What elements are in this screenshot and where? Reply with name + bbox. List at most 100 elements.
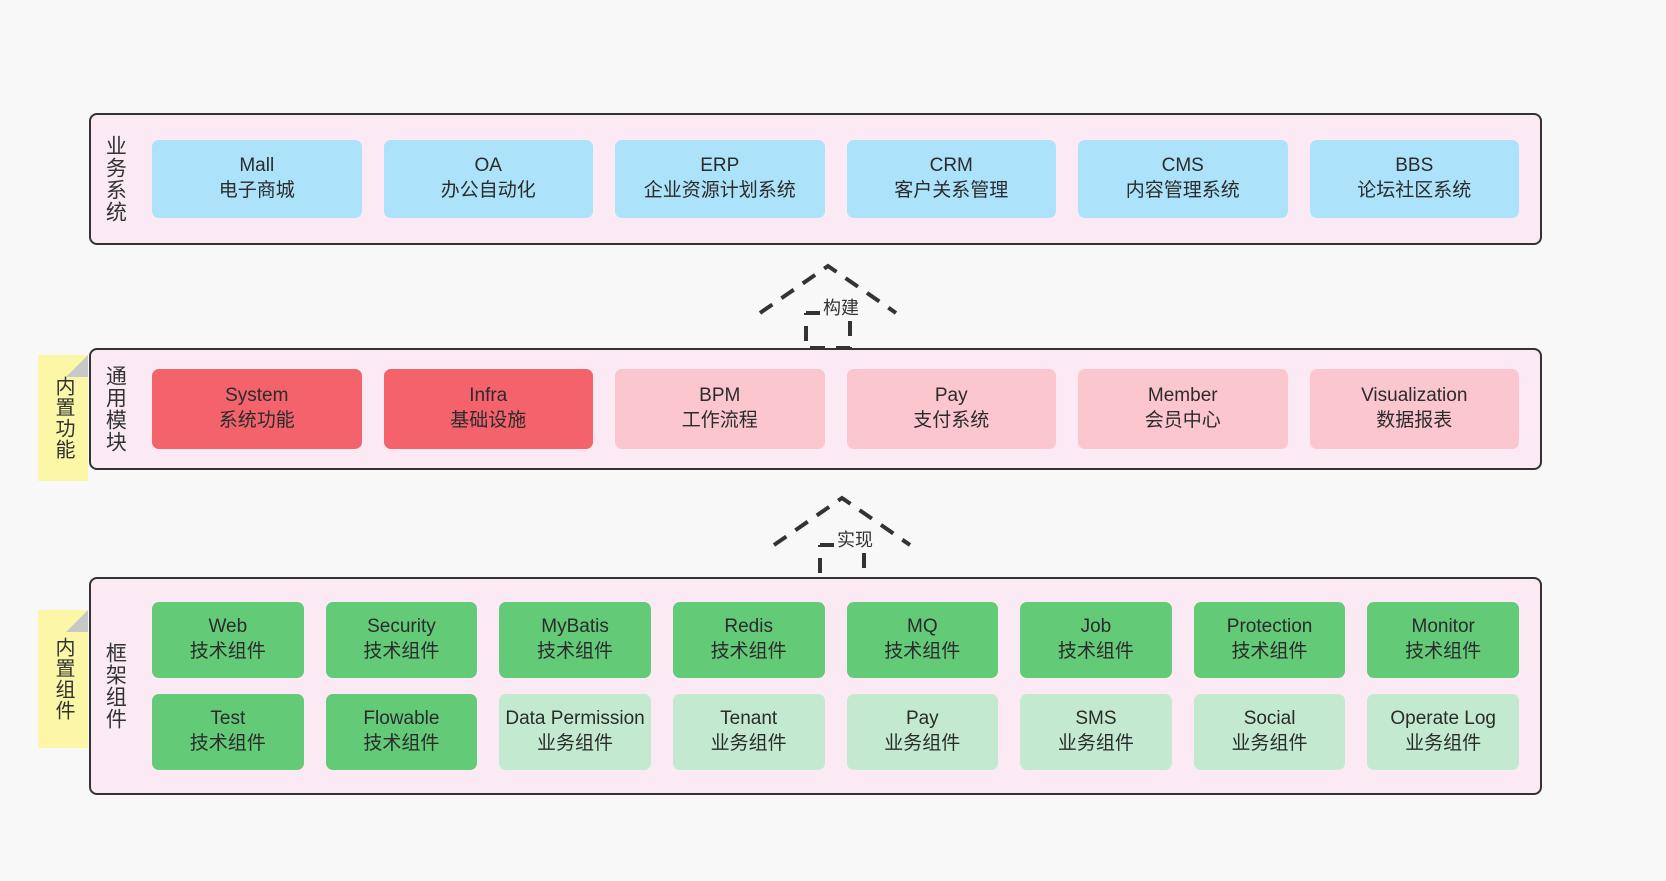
card-bpm[interactable]: BPM 工作流程 <box>615 369 825 449</box>
card-subtitle: 技术组件 <box>189 733 266 754</box>
card-protection[interactable]: Protection 技术组件 <box>1193 602 1346 678</box>
card-subtitle: 技术组件 <box>363 733 440 754</box>
card-subtitle: 论坛社区系统 <box>1357 180 1472 201</box>
layer-framework-components: 框架组件 Web 技术组件 Security 技术组件 MyBatis 技术组件… <box>89 577 1542 795</box>
card-subtitle: 业务组件 <box>1057 733 1134 754</box>
card-sms[interactable]: SMS 业务组件 <box>1020 694 1172 770</box>
card-subtitle: 内容管理系统 <box>1125 180 1240 201</box>
card-test[interactable]: Test 技术组件 <box>152 694 304 770</box>
card-subtitle: 业务组件 <box>1405 733 1482 754</box>
card-web[interactable]: Web 技术组件 <box>152 602 304 678</box>
card-subtitle: 办公自动化 <box>440 180 536 201</box>
card-mall[interactable]: Mall 电子商城 <box>152 140 362 218</box>
card-bbs[interactable]: BBS 论坛社区系统 <box>1309 140 1519 218</box>
card-subtitle: 业务组件 <box>710 733 787 754</box>
arrow-build-label: 构建 <box>820 294 862 320</box>
card-subtitle: 技术组件 <box>710 641 787 662</box>
card-pay[interactable]: Pay 支付系统 <box>846 369 1056 449</box>
framework-row-tech: Web 技术组件 Security 技术组件 MyBatis 技术组件 Redi… <box>141 602 1530 678</box>
card-title: Tenant <box>720 708 778 730</box>
card-erp[interactable]: ERP 企业资源计划系统 <box>615 140 825 218</box>
card-subtitle: 企业资源计划系统 <box>643 180 796 201</box>
card-redis[interactable]: Redis 技术组件 <box>672 602 825 678</box>
card-title: BBS <box>1395 155 1434 177</box>
card-subtitle: 数据报表 <box>1376 410 1453 431</box>
card-mybatis[interactable]: MyBatis 技术组件 <box>499 602 651 678</box>
card-subtitle: 技术组件 <box>1231 641 1308 662</box>
card-crm[interactable]: CRM 客户关系管理 <box>846 140 1056 218</box>
card-job[interactable]: Job 技术组件 <box>1020 602 1172 678</box>
card-mq[interactable]: MQ 技术组件 <box>846 602 999 678</box>
card-oa[interactable]: OA 办公自动化 <box>383 140 593 218</box>
card-system[interactable]: System 系统功能 <box>152 369 362 449</box>
note-builtin-functions: 内置功能 <box>38 355 88 481</box>
card-subtitle: 技术组件 <box>189 641 266 662</box>
card-subtitle: 技术组件 <box>1057 641 1134 662</box>
card-title: System <box>225 385 289 407</box>
card-title: Mall <box>239 155 275 177</box>
layer-title-business: 业务系统 <box>103 135 127 223</box>
card-title: Test <box>210 708 246 730</box>
card-title: Social <box>1243 708 1296 730</box>
note-builtin-components: 内置组件 <box>38 610 88 748</box>
card-title: CRM <box>929 155 973 177</box>
card-title: SMS <box>1075 708 1117 730</box>
card-subtitle: 客户关系管理 <box>894 180 1009 201</box>
card-security[interactable]: Security 技术组件 <box>325 602 478 678</box>
arrow-build: 构建 <box>752 258 922 350</box>
card-title: OA <box>474 155 502 177</box>
card-title: Security <box>367 616 436 638</box>
card-subtitle: 会员中心 <box>1144 410 1221 431</box>
card-title: Flowable <box>363 708 440 730</box>
card-title: Data Permission <box>505 708 645 730</box>
card-flowable[interactable]: Flowable 技术组件 <box>325 694 478 770</box>
layer-body-framework: Web 技术组件 Security 技术组件 MyBatis 技术组件 Redi… <box>137 579 1540 793</box>
card-subtitle: 支付系统 <box>913 410 990 431</box>
card-title: Infra <box>469 385 508 407</box>
card-infra[interactable]: Infra 基础设施 <box>383 369 593 449</box>
arrow-implement-label: 实现 <box>834 526 876 552</box>
card-pay-component[interactable]: Pay 业务组件 <box>846 694 999 770</box>
card-title: Protection <box>1226 616 1313 638</box>
card-title: ERP <box>700 155 740 177</box>
card-member[interactable]: Member 会员中心 <box>1078 369 1288 449</box>
card-title: Visualization <box>1361 385 1468 407</box>
card-title: CMS <box>1161 155 1204 177</box>
card-title: Redis <box>724 616 773 638</box>
card-title: Pay <box>934 385 968 407</box>
card-operate-log[interactable]: Operate Log 业务组件 <box>1367 694 1519 770</box>
layer-body-modules: System 系统功能 Infra 基础设施 BPM 工作流程 Pay 支付系统… <box>137 350 1540 468</box>
card-subtitle: 技术组件 <box>363 641 440 662</box>
card-cms[interactable]: CMS 内容管理系统 <box>1078 140 1288 218</box>
card-data-permission[interactable]: Data Permission 业务组件 <box>499 694 651 770</box>
card-subtitle: 基础设施 <box>450 410 527 431</box>
card-visualization[interactable]: Visualization 数据报表 <box>1309 369 1519 449</box>
card-subtitle: 业务组件 <box>884 733 961 754</box>
card-subtitle: 技术组件 <box>537 641 614 662</box>
card-subtitle: 工作流程 <box>681 410 758 431</box>
layer-business-systems: 业务系统 Mall 电子商城 OA 办公自动化 ERP 企业资源计划系统 CRM… <box>89 113 1542 245</box>
card-subtitle: 技术组件 <box>1405 641 1482 662</box>
card-title: Web <box>208 616 248 638</box>
card-title: Job <box>1080 616 1112 638</box>
card-title: Pay <box>905 708 939 730</box>
card-subtitle: 电子商城 <box>218 180 295 201</box>
card-social[interactable]: Social 业务组件 <box>1193 694 1346 770</box>
layer-common-modules: 通用模块 System 系统功能 Infra 基础设施 BPM 工作流程 Pay… <box>89 348 1542 470</box>
card-monitor[interactable]: Monitor 技术组件 <box>1367 602 1519 678</box>
card-title: Operate Log <box>1390 708 1496 730</box>
card-tenant[interactable]: Tenant 业务组件 <box>672 694 825 770</box>
arrow-implement: 实现 <box>766 490 936 582</box>
layer-body-business: Mall 电子商城 OA 办公自动化 ERP 企业资源计划系统 CRM 客户关系… <box>137 115 1540 243</box>
layer-title-modules: 通用模块 <box>103 365 127 453</box>
framework-row-business: Test 技术组件 Flowable 技术组件 Data Permission … <box>141 694 1530 770</box>
card-subtitle: 技术组件 <box>884 641 961 662</box>
card-subtitle: 业务组件 <box>1231 733 1308 754</box>
layer-title-framework: 框架组件 <box>103 642 127 730</box>
card-title: Monitor <box>1411 616 1475 638</box>
card-title: Member <box>1147 385 1218 407</box>
card-title: MQ <box>907 616 938 638</box>
card-subtitle: 系统功能 <box>218 410 295 431</box>
card-title: MyBatis <box>541 616 609 638</box>
